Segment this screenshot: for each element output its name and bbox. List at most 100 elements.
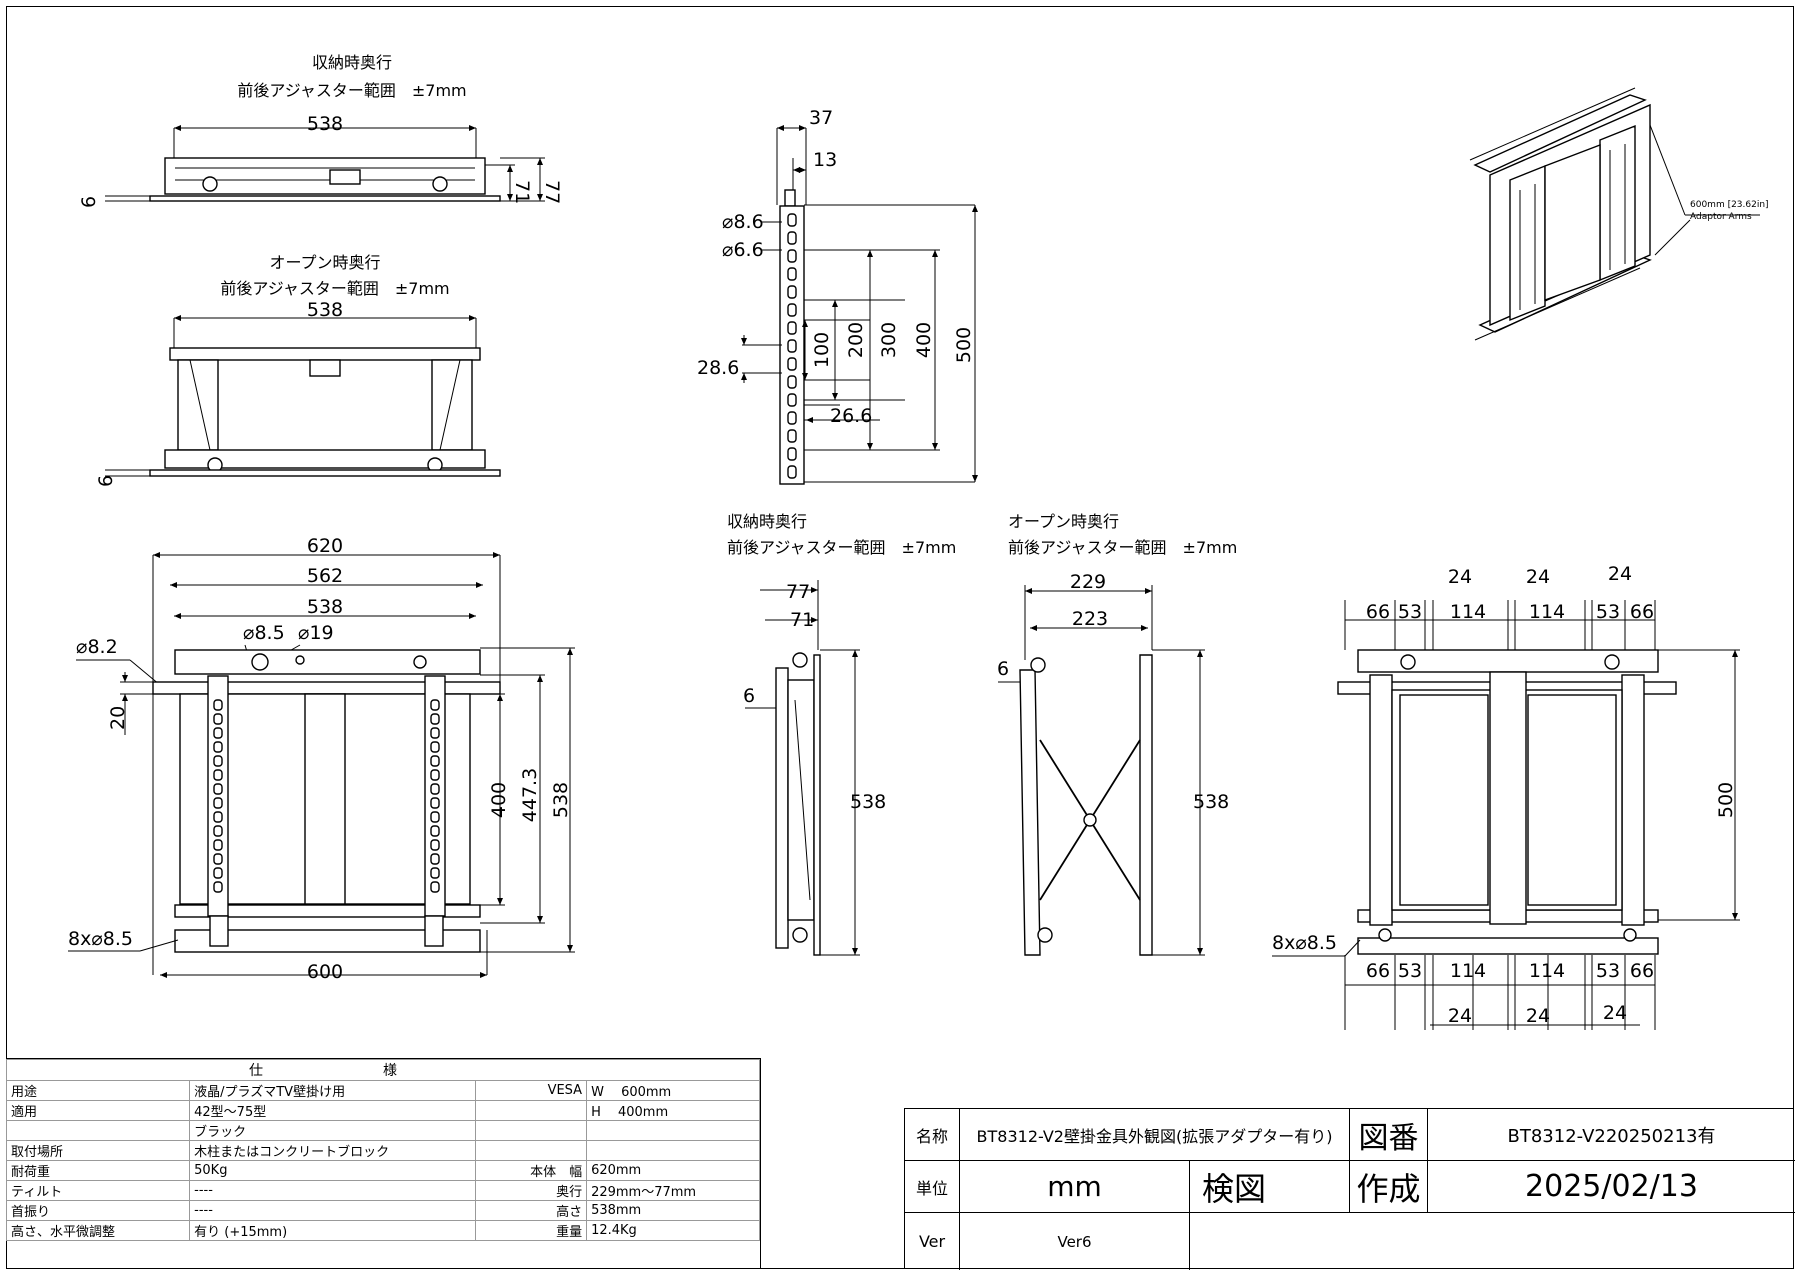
arm-slot: [787, 321, 797, 335]
hole-6-6: ⌀6.6: [722, 239, 764, 261]
spec-sub-value: [586, 1140, 760, 1161]
dim-37: 37: [809, 107, 833, 129]
arm-slot: [213, 853, 223, 865]
arm-slot: [430, 797, 440, 809]
arm-slot: [213, 783, 223, 795]
name-value: BT8312-V2壁掛金具外観図(拡張アダプター有り): [960, 1109, 1350, 1161]
dim-100: 100: [811, 332, 833, 368]
dim-500: 500: [953, 327, 975, 363]
unit-label: 単位: [905, 1161, 960, 1213]
spec-sub-item: 重量: [474, 1220, 588, 1241]
arm-slot: [213, 741, 223, 753]
bottom-53-a: 53: [1398, 960, 1422, 982]
adaptor-arm-label: Adaptor Arms: [1690, 212, 1752, 222]
arm-slot: [787, 411, 797, 425]
dim-77: 77: [786, 581, 810, 603]
spec-sub-item: [474, 1120, 588, 1141]
check-label: 検図: [1190, 1161, 1350, 1213]
spec-row: 取付場所木柱またはコンクリートブロック: [5, 1140, 760, 1161]
arm-slot: [213, 769, 223, 781]
bottom-53-b: 53: [1596, 960, 1620, 982]
top-114-b: 114: [1529, 601, 1565, 623]
title-open-depth: オープン時奥行: [269, 253, 380, 272]
spec-item: 用途: [5, 1080, 191, 1101]
top-66-b: 66: [1630, 601, 1654, 623]
spec-sub-item: VESA: [474, 1080, 588, 1101]
top-66-a: 66: [1366, 601, 1390, 623]
dim-500: 500: [1715, 782, 1737, 818]
title-adjuster-range: 前後アジャスター範囲 ±7mm: [1008, 538, 1237, 557]
spec-row: ブラック: [5, 1120, 760, 1141]
title-stored-depth: 収納時奥行: [727, 512, 807, 531]
top-53-b: 53: [1596, 601, 1620, 623]
top-view-open: オープン時奥行 前後アジャスター範囲 ±7mm 538 6: [95, 253, 501, 487]
spec-sub-item: 高さ: [474, 1200, 588, 1221]
arm-slot: [430, 727, 440, 739]
spec-sub-item: 本体 幅: [474, 1160, 588, 1181]
arm-slot: [787, 429, 797, 443]
arm-slot: [787, 231, 797, 245]
hole-8-2: ⌀8.2: [76, 636, 118, 658]
dim-6: 6: [743, 685, 755, 707]
spec-sub-value: 538mm: [586, 1200, 760, 1221]
drawing-number-label: 図番: [1350, 1109, 1428, 1161]
top-24-b: 24: [1526, 566, 1550, 588]
spec-sub-value: 229mm～77mm: [586, 1180, 760, 1201]
spec-item: 取付場所: [5, 1140, 191, 1161]
arm-slot: [787, 303, 797, 317]
spec-sub-value: 12.4Kg: [586, 1220, 760, 1241]
dim-6: 6: [95, 475, 117, 487]
holes-8x: 8x⌀8.5: [68, 928, 133, 950]
dim-71: 71: [511, 180, 533, 204]
side-view-open: オープン時奥行 前後アジャスター範囲 ±7mm 229 223 6 538: [997, 512, 1237, 956]
spec-value: 木柱またはコンクリートブロック: [189, 1140, 476, 1161]
spec-item: 首振り: [5, 1200, 191, 1221]
arm-slot: [430, 783, 440, 795]
spec-item: 適用: [5, 1100, 191, 1121]
dim-300: 300: [878, 322, 900, 358]
bottom-24-a: 24: [1448, 1005, 1472, 1027]
arm-slot: [430, 713, 440, 725]
arm-slot: [430, 769, 440, 781]
name-label: 名称: [905, 1109, 960, 1161]
arm-slot: [213, 881, 223, 893]
spec-value: ブラック: [189, 1120, 476, 1141]
bottom-24-c: 24: [1603, 1002, 1627, 1024]
title-block: 名称 BT8312-V2壁掛金具外観図(拡張アダプター有り) 図番 BT8312…: [904, 1108, 1795, 1270]
spec-sub-value: [586, 1120, 760, 1141]
title-adjuster-range: 前後アジャスター範囲 ±7mm: [237, 81, 466, 100]
arm-slot: [430, 699, 440, 711]
drawing-frame: [6, 6, 1794, 1269]
dim-538-vertical: 538: [550, 782, 572, 818]
version-label: Ver: [905, 1213, 960, 1270]
isometric-view: 600mm [23.62in] Adaptor Arms: [1469, 87, 1769, 341]
arm-slot: [430, 839, 440, 851]
dim-71: 71: [790, 609, 814, 631]
dim-77: 77: [541, 180, 563, 204]
title-adjuster-range: 前後アジャスター範囲 ±7mm: [220, 279, 449, 298]
dim-538: 538: [307, 596, 343, 618]
top-view-stored: 収納時奥行 前後アジャスター範囲 ±7mm 538 71 77 6: [78, 53, 563, 208]
arm-slot: [430, 867, 440, 879]
dim-6: 6: [997, 658, 1009, 680]
top-24-a: 24: [1448, 566, 1472, 588]
rear-view: 24 24 24 66 53 114 114 53 66 500 8x⌀8.5 …: [1272, 563, 1740, 1030]
spec-header: 仕様: [6, 1059, 760, 1081]
spec-sub-item: 奥行: [474, 1180, 588, 1201]
spec-sub-value: W 600mm: [586, 1080, 760, 1101]
arm-slot: [213, 811, 223, 823]
dim-400: 400: [913, 322, 935, 358]
dim-13: 13: [813, 149, 837, 171]
holes-8x: 8x⌀8.5: [1272, 932, 1337, 954]
arm-slot: [787, 213, 797, 227]
spec-sub-item: [474, 1100, 588, 1121]
dim-620: 620: [307, 535, 343, 557]
arm-slot: [213, 797, 223, 809]
dim-538: 538: [307, 113, 343, 135]
blank-cell: [1190, 1213, 1795, 1270]
